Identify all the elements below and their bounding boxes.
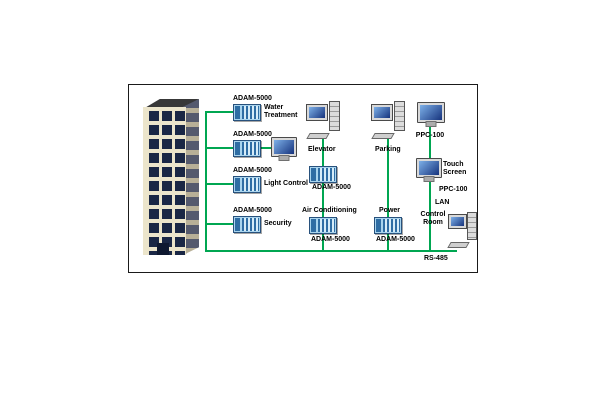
label-adam-security: ADAM-5000: [233, 207, 272, 214]
pc-monitor-icon: [448, 214, 467, 229]
pc-keyboard-icon: [371, 133, 395, 139]
label-control-room: Control Room: [420, 211, 446, 226]
label-water-treatment: Water Treatment: [264, 104, 298, 119]
parking-drop-line: [387, 138, 389, 217]
label-security: Security: [264, 220, 292, 227]
ppc-link-line: [429, 124, 431, 158]
aircon-link-line: [322, 181, 324, 217]
building-side: [183, 99, 199, 255]
label-adam-workstation: ADAM-5000: [233, 131, 272, 138]
label-ppc100-touch: PPC-100: [439, 186, 468, 193]
label-adam-water: ADAM-5000: [233, 95, 272, 102]
label-parking: Parking: [375, 146, 401, 153]
rs485-bus-line: [205, 250, 457, 252]
power-bus-drop-line: [387, 232, 389, 250]
pc-keyboard-icon: [306, 133, 330, 139]
label-air-conditioning: Air Conditioning: [302, 207, 357, 214]
branch-line-water: [205, 111, 235, 113]
trunk-line: [205, 111, 207, 252]
lan-link-line: [429, 180, 431, 250]
ppc100-panel-icon: [417, 102, 445, 123]
adam-module-aircon-icon: [309, 217, 337, 234]
pc-monitor-icon: [306, 104, 328, 121]
pc-keyboard-icon: [447, 242, 470, 248]
label-adam-light: ADAM-5000: [233, 167, 272, 174]
building-icon: [141, 93, 203, 265]
label-adam-aircon: ADAM-5000: [311, 236, 350, 243]
label-adam-elevator: ADAM-5000: [312, 184, 351, 191]
label-ppc100-top: PPC-100: [415, 132, 445, 139]
touch-screen-panel-icon: [416, 158, 442, 178]
label-adam-power: ADAM-5000: [376, 236, 415, 243]
pc-tower-icon: [329, 101, 340, 131]
adam-module-light-icon: [233, 176, 261, 193]
building-door: [157, 243, 169, 255]
elevator-drop-line: [322, 138, 324, 166]
label-lan: LAN: [435, 199, 450, 206]
pc-tower-icon: [394, 101, 405, 131]
adam-module-elevator-icon: [309, 166, 337, 183]
label-rs485: RS-485: [424, 255, 448, 262]
building-front: [143, 107, 186, 255]
adam-module-power-icon: [374, 217, 402, 234]
elevator-computer-icon: [306, 101, 340, 139]
adam-module-security-icon: [233, 216, 261, 233]
adam-module-workstation-icon: [233, 140, 261, 157]
label-touch-screen: Touch Screen: [443, 161, 467, 176]
pc-tower-icon: [467, 212, 477, 240]
aircon-bus-drop-line: [322, 232, 324, 250]
building-roof: [143, 99, 199, 109]
label-light-control: Light Control: [264, 180, 308, 187]
parking-computer-icon: [371, 101, 405, 139]
pc-monitor-icon: [371, 104, 393, 121]
label-power: Power: [379, 207, 401, 214]
workstation-monitor-icon: [271, 137, 297, 157]
branch-line-security: [205, 223, 235, 225]
branch-line-light: [205, 183, 235, 185]
adam-module-water-icon: [233, 104, 261, 121]
label-elevator: Elevator: [308, 146, 336, 153]
control-room-computer-icon: [447, 212, 477, 248]
